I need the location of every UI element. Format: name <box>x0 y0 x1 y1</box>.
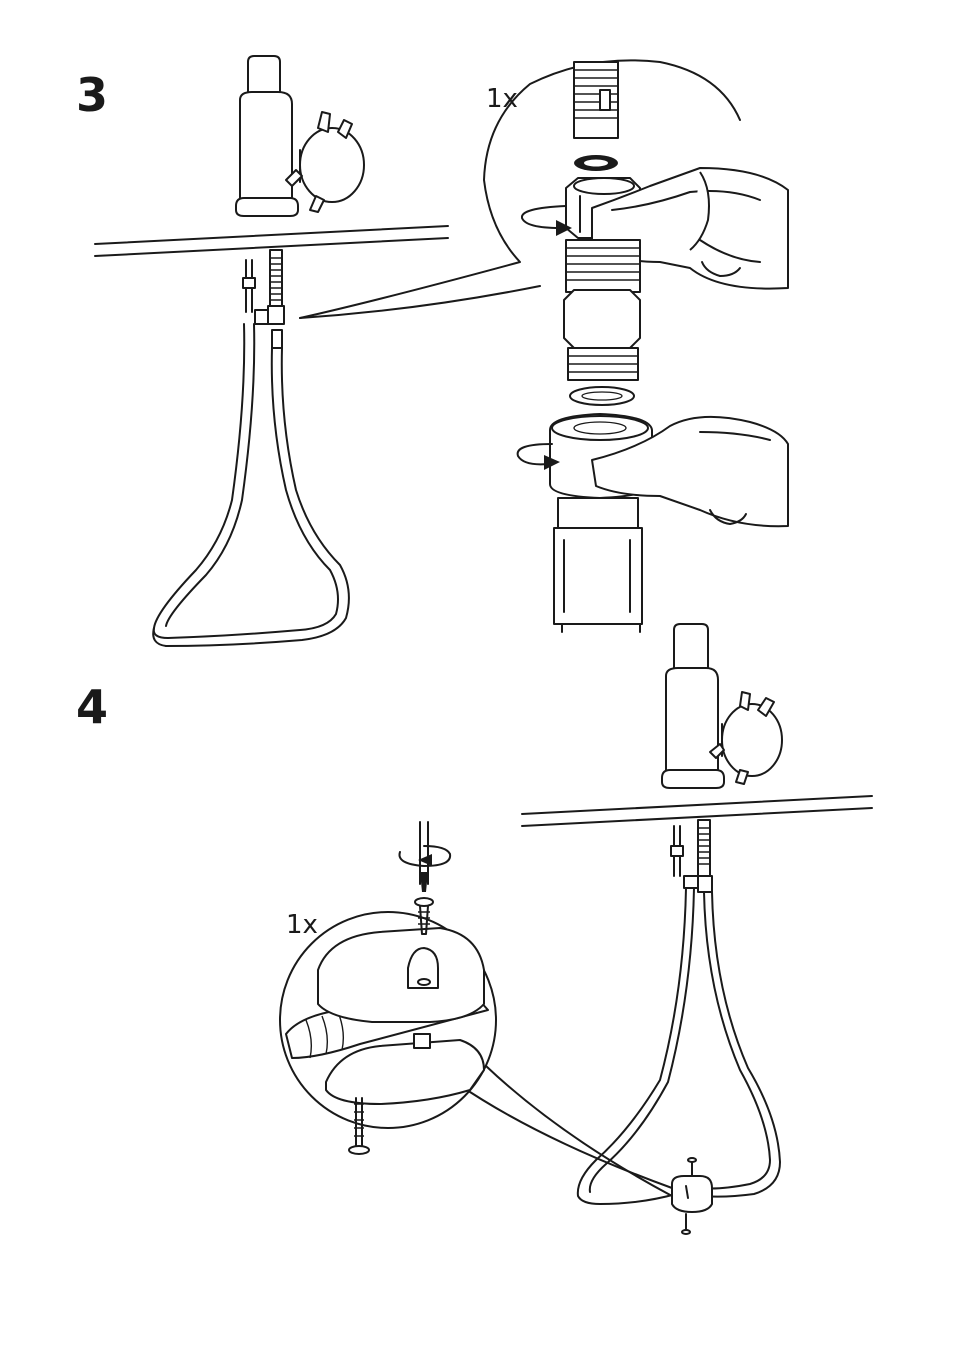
rotate-arrow-icon <box>400 846 451 866</box>
rotate-arrow-icon <box>522 206 572 236</box>
step-3-faucet-icon <box>236 56 364 216</box>
step-3-threaded-pipe <box>574 62 618 138</box>
step-3-lower-connector <box>564 240 640 405</box>
washer-icon <box>574 155 618 171</box>
step-4-faucet-icon <box>662 624 782 788</box>
hose-clip-icon <box>672 1176 712 1212</box>
step-3-hoses <box>153 250 349 646</box>
step-4-hoses <box>578 820 780 1204</box>
step-4-callout-clip <box>318 928 484 1104</box>
